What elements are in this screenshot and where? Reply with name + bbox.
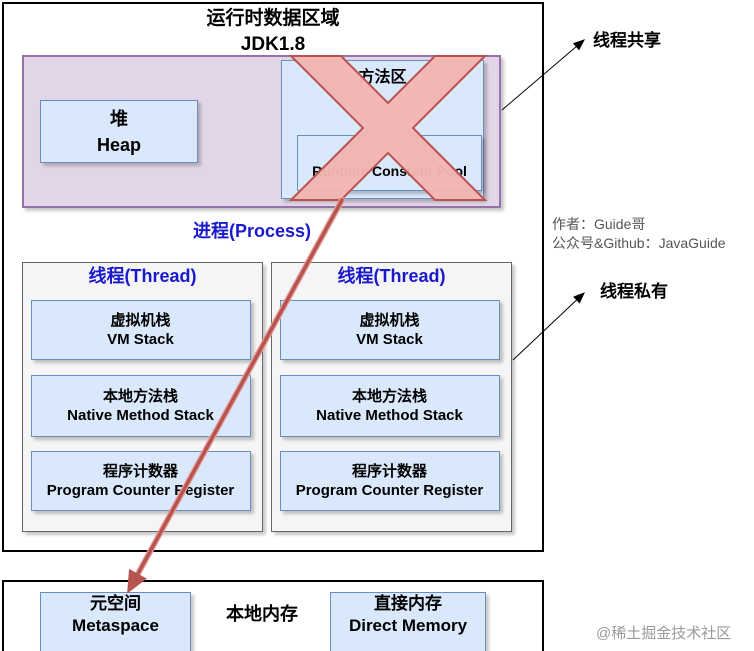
runtime-constant-pool-box: Runtime Constant Pool	[297, 135, 482, 191]
metaspace-label-zh: 元空间	[90, 594, 141, 613]
direct-memory-label-en: Direct Memory	[348, 616, 468, 635]
native-method-stack-label-en: Native Method Stack	[316, 406, 463, 424]
native-method-stack-box: 本地方法栈 Native Method Stack	[279, 374, 500, 437]
private-arrow-head-icon	[573, 292, 585, 304]
jdk-version-label: JDK1.8	[240, 34, 306, 55]
vm-stack-label-zh: 虚拟机栈	[359, 311, 420, 329]
program-counter-label-zh: 程序计数器	[351, 462, 427, 480]
vm-stack-box: 虚拟机栈 VM Stack	[30, 299, 251, 360]
direct-memory-label-zh: 直接内存	[374, 594, 442, 613]
heap-label-zh: 堆	[110, 108, 128, 129]
native-memory-label: 本地内存	[226, 604, 298, 624]
heap-box: 堆 Heap	[40, 100, 198, 163]
title-text: 运行时数据区域	[206, 8, 340, 29]
program-counter-register-box: 程序计数器 Program Counter Register	[30, 450, 251, 511]
diagram-title: 运行时数据区域 JDK1.8	[2, 6, 544, 58]
author-note: 作者：Guide哥	[552, 216, 646, 232]
native-method-stack-label-en: Native Method Stack	[67, 406, 214, 424]
shared-arrow-head-icon	[572, 39, 586, 51]
program-counter-label-zh: 程序计数器	[102, 462, 178, 480]
thread-shared-annotation: 线程共享	[593, 31, 661, 50]
thread-box-right: 线程(Thread) 虚拟机栈 VM Stack 本地方法栈 Native Me…	[271, 262, 512, 532]
direct-memory-box: 直接内存 Direct Memory	[330, 592, 486, 651]
vm-stack-label-zh: 虚拟机栈	[110, 311, 171, 329]
program-counter-register-box: 程序计数器 Program Counter Register	[279, 450, 500, 511]
native-method-stack-box: 本地方法栈 Native Method Stack	[30, 374, 251, 437]
metaspace-label-en: Metaspace	[72, 616, 159, 635]
vm-stack-label-en: VM Stack	[356, 330, 423, 348]
vm-stack-box: 虚拟机栈 VM Stack	[279, 299, 500, 360]
account-note: 公众号&Github：JavaGuide	[552, 235, 726, 251]
site-watermark: @稀土掘金技术社区	[596, 625, 732, 642]
native-method-stack-label-zh: 本地方法栈	[102, 387, 178, 405]
process-label: 进程(Process)	[192, 221, 312, 241]
vm-stack-label-en: VM Stack	[107, 330, 174, 348]
thread-box-left: 线程(Thread) 虚拟机栈 VM Stack 本地方法栈 Native Me…	[22, 262, 263, 532]
thread-label: 线程(Thread)	[337, 266, 446, 286]
program-counter-label-en: Program Counter Register	[46, 481, 235, 499]
thread-label: 线程(Thread)	[88, 266, 197, 286]
thread-private-annotation: 线程私有	[600, 282, 668, 301]
program-counter-label-en: Program Counter Register	[295, 481, 484, 499]
native-method-stack-label-zh: 本地方法栈	[351, 387, 427, 405]
runtime-constant-pool-label: Runtime Constant Pool	[312, 163, 467, 179]
heap-label-en: Heap	[96, 134, 141, 155]
method-area-label: 方法区	[358, 69, 407, 86]
metaspace-box: 元空间 Metaspace	[40, 592, 191, 651]
